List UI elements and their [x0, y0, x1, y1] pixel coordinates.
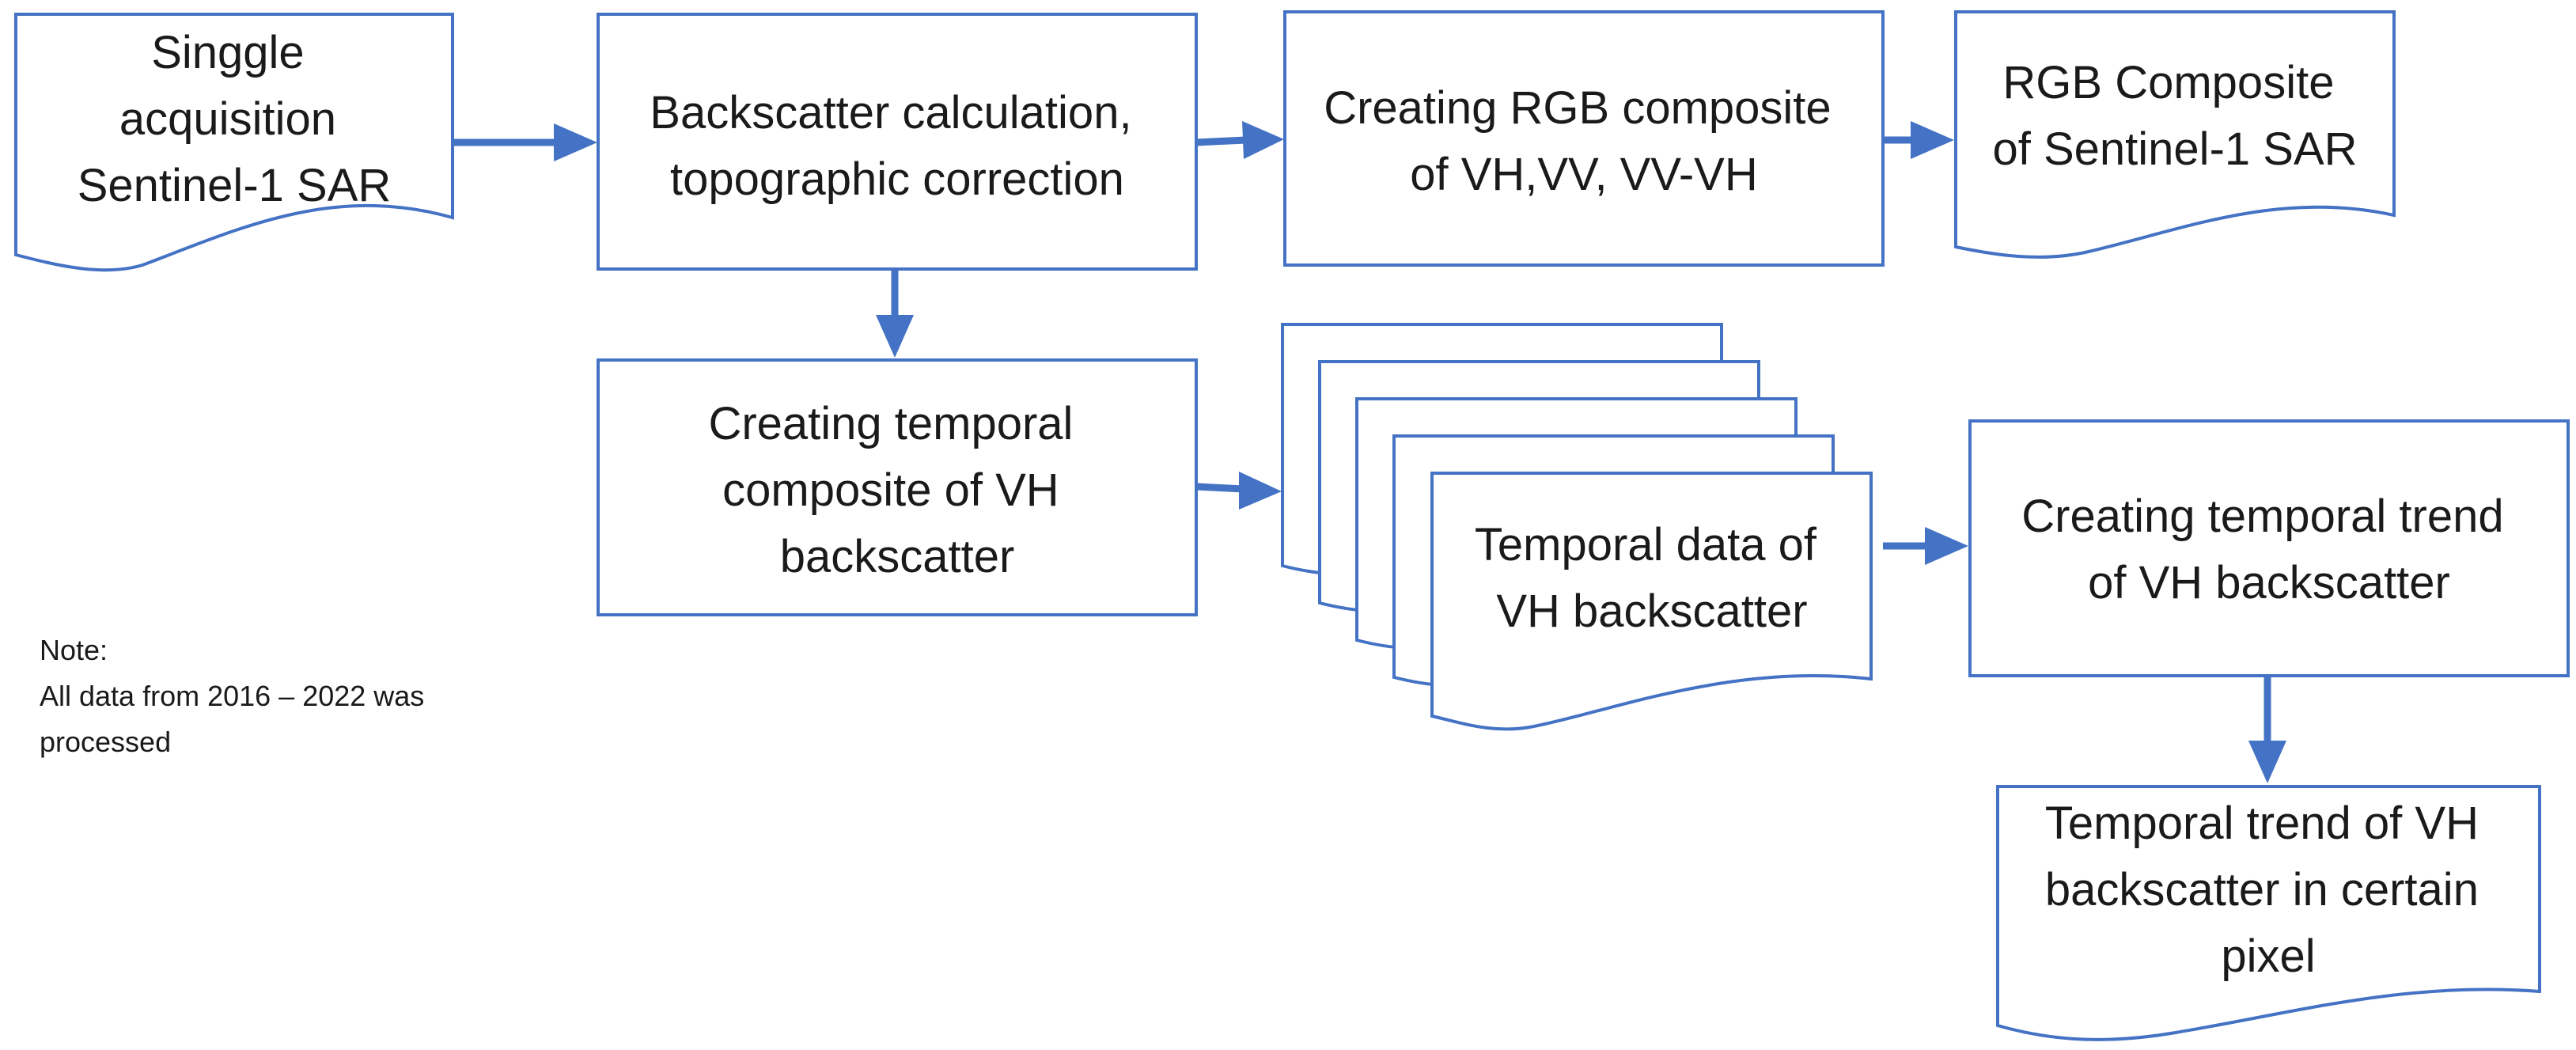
node-creating-temporal-composite: Creating temporal composite of VH backsc…	[597, 358, 1198, 616]
node-label: Temporal data of VH backscatter	[1475, 519, 1829, 637]
arrow-trend-to-result	[2248, 676, 2286, 783]
node-label-line: pixel	[2221, 931, 2315, 982]
arrow-rgb-to-composite	[1883, 121, 1954, 159]
arrow-temporal-to-data	[1195, 472, 1282, 510]
note-line: processed	[40, 726, 171, 758]
node-label: Creating RGB composite of VH,VV, VV-VH	[1324, 82, 1844, 200]
node-label-line: acquisition	[119, 93, 336, 145]
node-label-line: VH backscatter	[1496, 586, 1807, 637]
note-line: All data from 2016 – 2022 was	[40, 680, 424, 712]
node-label-line: topographic correction	[670, 154, 1124, 205]
node-label-line: of VH,VV, VV-VH	[1410, 149, 1758, 200]
node-label-line: Creating temporal trend	[2021, 491, 2503, 542]
node-label: Singgle acquisition Sentinel-1 SAR	[78, 27, 392, 211]
node-label-line: backscatter in certain	[2045, 864, 2479, 915]
node-label: Creating temporal trend of VH backscatte…	[2021, 491, 2516, 608]
node-label-line: composite of VH	[722, 464, 1059, 516]
note-text: Note: All data from 2016 – 2022 was proc…	[40, 634, 432, 758]
node-label-line: Temporal trend of VH	[2045, 798, 2479, 849]
arrows	[453, 121, 2286, 783]
node-backscatter-calculation: Backscatter calculation, topographic cor…	[597, 13, 1198, 271]
node-single-acquisition: Singgle acquisition Sentinel-1 SAR	[14, 13, 454, 272]
node-label-line: Temporal data of	[1475, 519, 1817, 570]
arrow-data-to-trend	[1883, 527, 1968, 565]
node-label-line: RGB Composite	[2002, 57, 2334, 108]
note-line: Note:	[40, 634, 108, 666]
node-temporal-data-stack: Temporal data of VH backscatter	[1281, 323, 1873, 731]
node-label-line: backscatter	[780, 531, 1015, 582]
node-label-line: Backscatter calculation,	[650, 87, 1131, 138]
arrow-backscatter-to-temporal	[876, 269, 914, 358]
arrow-backscatter-to-rgb	[1195, 121, 1284, 159]
node-rgb-composite-result: RGB Composite of Sentinel-1 SAR	[1954, 10, 2396, 259]
front-document	[1430, 472, 1873, 731]
node-label: Backscatter calculation, topographic cor…	[650, 87, 1144, 205]
node-creating-temporal-trend: Creating temporal trend of VH backscatte…	[1968, 419, 2570, 677]
node-label-line: of VH backscatter	[2088, 557, 2450, 608]
node-label-line: Singgle	[151, 27, 304, 78]
node-creating-rgb-composite: Creating RGB composite of VH,VV, VV-VH	[1283, 10, 1885, 267]
note: Note: All data from 2016 – 2022 was proc…	[40, 634, 432, 758]
node-label-line: of Sentinel-1 SAR	[1992, 123, 2357, 175]
node-label: RGB Composite of Sentinel-1 SAR	[1992, 57, 2357, 175]
node-temporal-trend-result: Temporal trend of VH backscatter in cert…	[1996, 785, 2541, 1041]
node-label-line: Sentinel-1 SAR	[78, 160, 392, 211]
node-label-line: Creating temporal	[708, 398, 1073, 449]
arrow-acquisition-to-backscatter	[453, 123, 597, 161]
node-label: Temporal trend of VH backscatter in cert…	[2045, 798, 2491, 982]
node-label-line: Creating RGB composite	[1324, 82, 1831, 134]
node-label: Creating temporal composite of VH backsc…	[708, 398, 1085, 582]
